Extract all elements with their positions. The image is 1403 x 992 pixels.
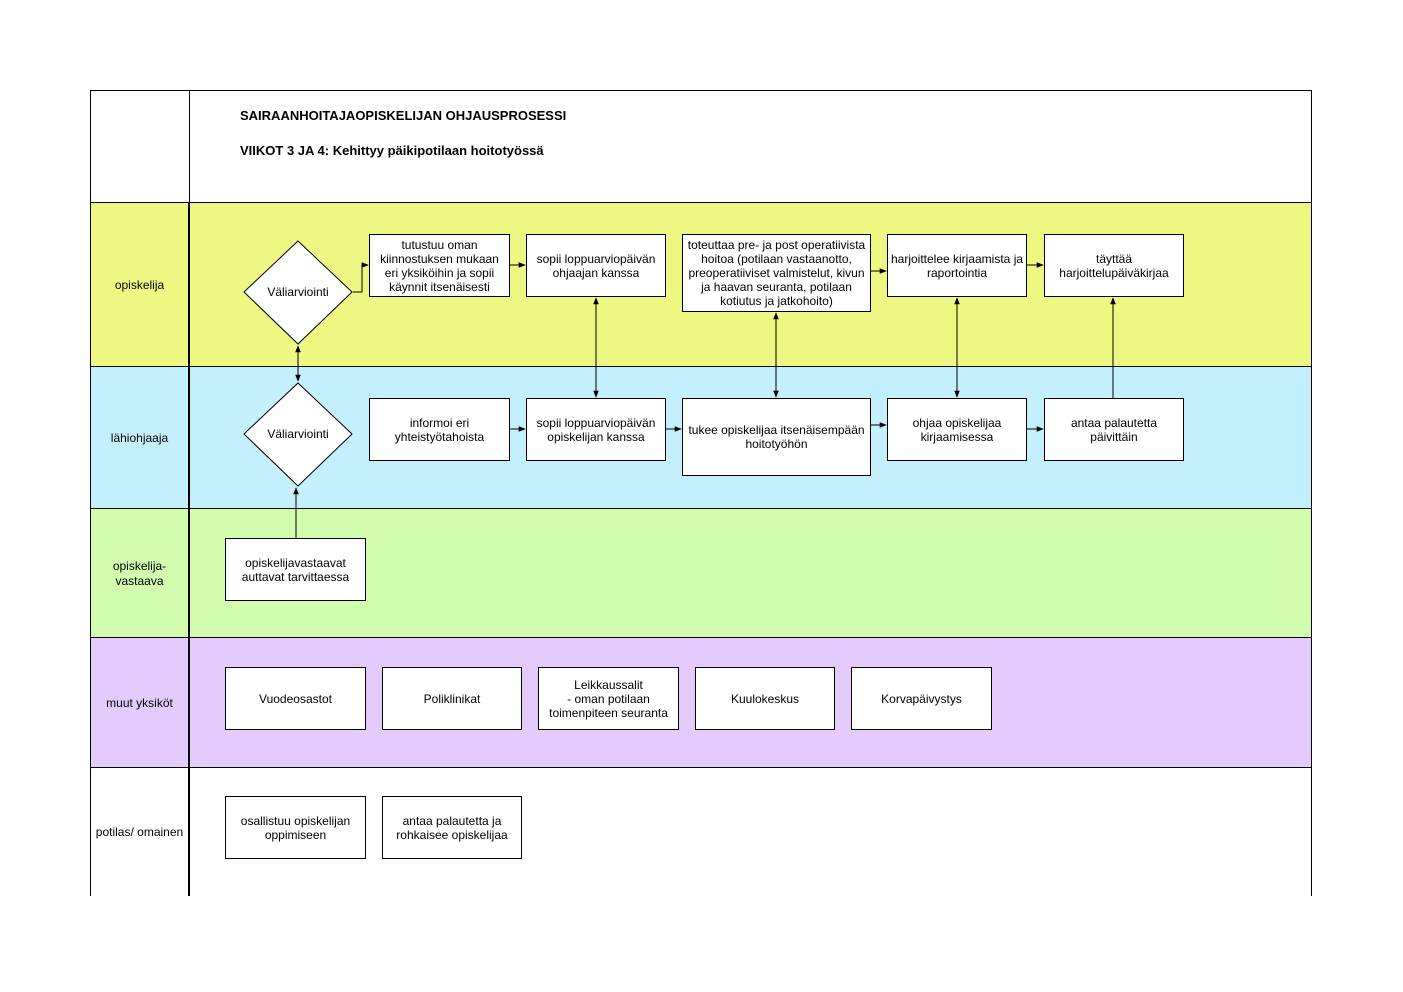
box-antaa-palautetta: antaa palautetta päivittäin <box>1044 398 1184 461</box>
box-harjoittelee: harjoittelee kirjaamista ja raportointia <box>887 234 1027 297</box>
box-ohjaa: ohjaa opiskelijaa kirjaamisessa <box>887 398 1027 461</box>
diagram-subtitle: VIIKOT 3 JA 4: Kehittyy päikipotilaan ho… <box>240 143 544 158</box>
lane-label-opiskelijavastaava: opiskelija- vastaava <box>91 509 189 638</box>
lane-divider <box>189 91 190 896</box>
diagram-frame <box>90 90 1312 896</box>
lane-label-muut-yksikot: muut yksiköt <box>91 638 189 768</box>
diamond-lahiohjaaja-label: Väliarviointi <box>267 427 329 441</box>
diamond-lahiohjaaja-valiarviointi <box>243 382 353 487</box>
box-kuulokeskus: Kuulokeskus <box>695 667 835 730</box>
diamond-opiskelija-label: Väliarviointi <box>267 285 329 299</box>
box-leikkaussalit: Leikkaussalit - oman potilaan toimenpite… <box>538 667 679 730</box>
box-sopii-ohjaajan: sopii loppuarviopäivän ohjaajan kanssa <box>526 234 666 297</box>
box-toteuttaa: toteuttaa pre- ja post operatiivista hoi… <box>682 234 871 312</box>
box-opiskelijavastaavat: opiskelijavastaavat auttavat tarvittaess… <box>225 538 366 601</box>
box-tutustuu: tutustuu oman kiinnostuksen mukaan eri y… <box>369 234 510 297</box>
box-tukee: tukee opiskelijaa itsenäisempään hoitoty… <box>682 398 871 476</box>
box-poliklinikat: Poliklinikat <box>382 667 522 730</box>
diagram-title: SAIRAANHOITAJAOPISKELIJAN OHJAUSPROSESSI <box>240 108 567 123</box>
lane-label-lahiohjaaja: lähiohjaaja <box>91 367 189 509</box>
lane-label-opiskelija: opiskelija <box>91 203 189 367</box>
lane-label-potilas-omainen: potilas/ omainen <box>91 768 189 896</box>
box-vuodeosastot: Vuodeosastot <box>225 667 366 730</box>
box-antaa-rohkaisee: antaa palautetta ja rohkaisee opiskelija… <box>382 796 522 859</box>
box-osallistuu: osallistuu opiskelijan oppimiseen <box>225 796 366 859</box>
box-sopii-opiskelijan: sopii loppuarviopäivän opiskelijan kanss… <box>526 398 666 461</box>
box-informoi: informoi eri yhteistyötahoista <box>369 398 510 461</box>
box-korvapaivystys: Korvapäivystys <box>851 667 992 730</box>
diamond-opiskelija-valiarviointi <box>243 240 353 345</box>
box-tayttaa: täyttää harjoittelupäiväkirjaa <box>1044 234 1184 297</box>
